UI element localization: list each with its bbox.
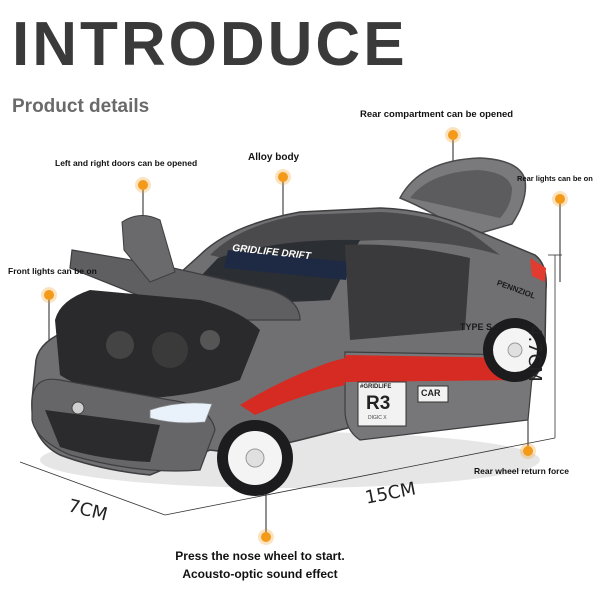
- door-plate-top: #GRIDLIFE: [360, 384, 392, 390]
- engine-part: [152, 332, 188, 368]
- marker-dot: [138, 180, 148, 190]
- marker-dot: [44, 290, 54, 300]
- door-red-stripe: [345, 355, 520, 382]
- callout-alloy-body: Alloy body: [248, 152, 300, 163]
- callout-rear-wheel: Rear wheel return force: [474, 466, 569, 476]
- front-wheel: [217, 420, 293, 496]
- marker-dot: [523, 446, 533, 456]
- feature-line-2: Acousto-optic sound effect: [182, 567, 338, 581]
- trunk-lid-inner: [410, 170, 512, 218]
- body-red-stripe: [240, 358, 345, 415]
- door-tag: [417, 385, 449, 403]
- rear-light: [530, 258, 546, 282]
- front-grille: [45, 410, 160, 462]
- dimension-lines: [19, 254, 562, 516]
- callout-doors: Left and right doors can be opened: [55, 158, 198, 168]
- side-window: [345, 244, 470, 340]
- page-subtitle: Product details: [12, 96, 150, 117]
- windshield-banner: [224, 250, 350, 280]
- engine-part: [106, 331, 134, 359]
- engine-part: [200, 330, 220, 350]
- feature-line-1: Press the nose wheel to start.: [175, 549, 345, 563]
- marker-dot: [448, 130, 458, 140]
- marker-dot: [261, 532, 271, 542]
- door-plate-sub: DIGIC X: [368, 415, 387, 421]
- callout-front-lights: Front lights can be on: [8, 266, 97, 276]
- door-tag-text: CAR: [421, 388, 441, 398]
- page-title: INTRODUCE: [12, 10, 408, 79]
- front-logo: [71, 401, 85, 415]
- door-plate-number: R3: [366, 393, 391, 414]
- rear-wheel: [483, 318, 547, 382]
- door-plate: [357, 381, 407, 427]
- left-door-open: [121, 215, 176, 283]
- marker-dot: [278, 172, 288, 182]
- height-dimension: 4.7CM: [524, 325, 545, 382]
- callout-rear-compartment: Rear compartment can be opened: [360, 109, 514, 120]
- callout-rear-lights: Rear lights can be on: [517, 174, 593, 183]
- marker-dot: [555, 194, 565, 204]
- rear-type-text: TYPE S: [460, 322, 493, 332]
- headlight: [149, 402, 213, 424]
